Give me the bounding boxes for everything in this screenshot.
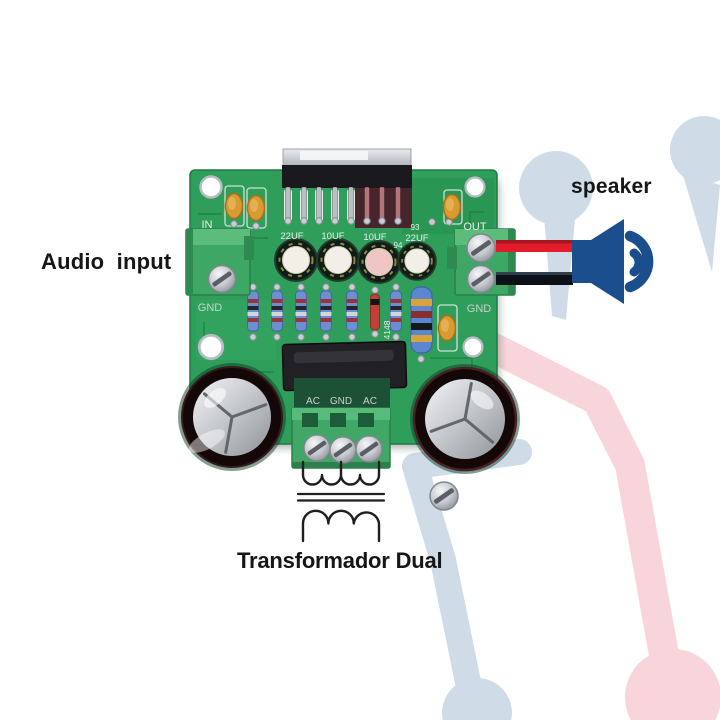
audio-input-label: Audio input [41,249,172,274]
capacitor-22uf [397,241,437,281]
power-input-terminal [291,407,391,469]
terminal-screw [207,264,237,294]
circuit-trace-decoration-blue-right [670,116,720,272]
silk-gnd-label: GND [330,396,352,407]
vent-grooves [429,382,495,444]
silk-in-label: IN [202,219,213,231]
power-terminal-shadow [294,378,390,412]
silk-cap-value: 10UF [363,232,386,243]
silk-diode-value: 4148 [382,320,392,339]
ceramic-capacitor [224,192,244,220]
diode-4148 [370,286,380,338]
silk-marking-94: 94 [394,241,403,250]
resistor-row [247,283,433,363]
transformer-label: Transformador Dual [237,548,443,573]
mounting-hole [462,336,484,358]
terminal-screw [466,233,496,263]
silk-cap-value: 22UF [280,231,303,242]
mounting-hole [197,333,225,361]
sound-wave-inner [629,248,644,277]
terminal-screw [429,481,459,511]
circuit-trace-decoration-blue-top [519,151,593,320]
transformer-icon [296,460,386,543]
solder-pad [252,222,260,230]
speaker-wire-red [496,240,573,252]
power-amplifier-chip [282,148,453,228]
silkscreen-labels: IN OUT GND GND 22UF 10UF 10UF 22UF 93 94… [198,219,492,407]
terminal-screw [466,264,496,294]
filter-capacitor-left [178,363,286,471]
speaker-icon [572,219,654,304]
transformer-core [296,492,386,502]
terminal-screw [329,436,357,464]
silk-cap-value: 22UF [405,233,428,244]
audio-input-terminal [185,228,459,511]
ceramic-capacitor [246,194,266,222]
silk-out-label: OUT [463,221,487,233]
silk-ac-label: AC [363,396,377,407]
ceramic-capacitor [442,193,462,221]
speaker-output-terminal [447,228,516,296]
terminal-screw [355,435,383,463]
filter-capacitor-right [410,364,520,474]
silk-gnd-output-label: GND [467,303,492,315]
capacitor-22uf [274,238,318,282]
capacitor-10uf [316,238,360,282]
silk-cap-value: 10UF [321,231,344,242]
silk-marking-93: 93 [411,223,420,232]
silk-gnd-input-label: GND [198,302,223,314]
ceramic-capacitor [437,314,457,342]
terminal-screw [303,434,331,462]
speaker-wire-black [496,272,573,285]
speaker-label: speaker [571,175,652,198]
sound-wave-outer [624,230,654,293]
solder-pad [230,220,238,228]
mounting-hole [464,176,486,198]
mounting-hole [199,175,223,199]
silk-ac-label: AC [306,396,320,407]
large-resistor [410,286,433,363]
circuit-trace-decoration-pink [455,321,720,720]
